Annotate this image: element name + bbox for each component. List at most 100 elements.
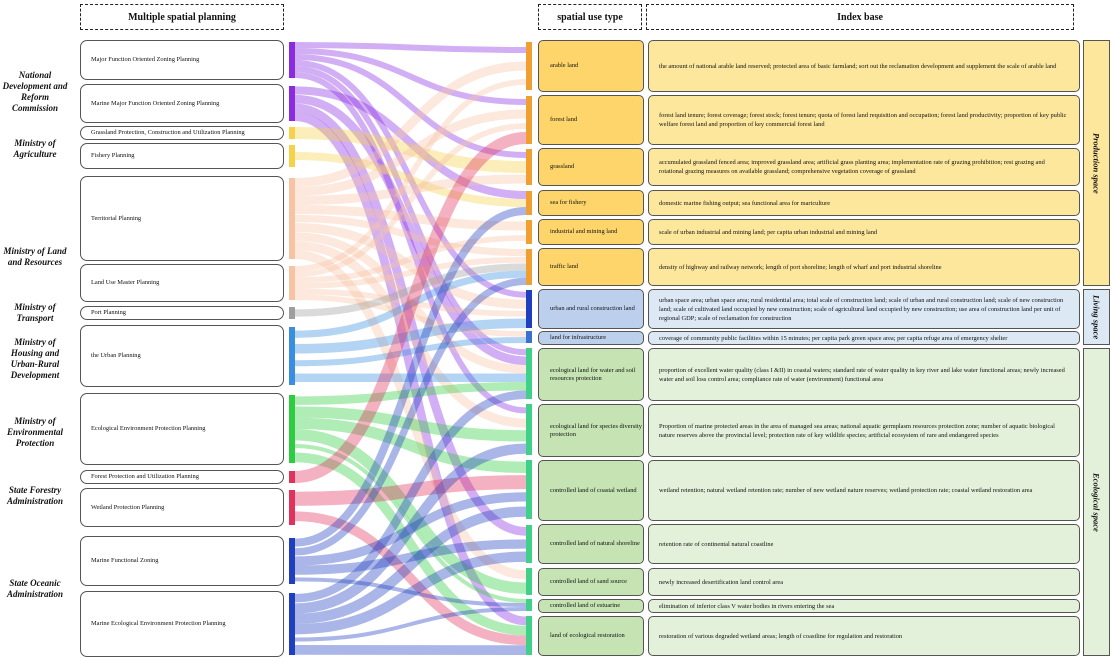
index-traffic-land: density of highway and railway network; …: [648, 248, 1080, 286]
flow-link: [294, 443, 527, 614]
flow-link: [294, 241, 527, 428]
flow-link: [294, 511, 527, 646]
flow-link: [294, 79, 527, 272]
use-bar: [526, 96, 532, 144]
use-estuarine: controlled land of estuarine: [538, 599, 644, 613]
plan-bar: [289, 490, 295, 525]
flow-link: [294, 54, 527, 158]
plan-bar: [289, 593, 295, 655]
index-sand-source: newly increased desertification land con…: [648, 568, 1080, 596]
ministry-ndrc: National Development and Reform Commissi…: [2, 70, 68, 113]
flow-link: [294, 263, 527, 317]
flow-link: [294, 277, 527, 556]
use-bar: [526, 460, 532, 519]
use-industrial-mining-land: industrial and mining land: [538, 219, 644, 245]
use-bar: [526, 149, 532, 185]
index-estuarine: elimination of inferior class V water bo…: [648, 599, 1080, 613]
space-living: Living space: [1083, 289, 1110, 345]
plan-marine-major-function-zoning: Marine Major Function Oriented Zoning Pl…: [80, 84, 284, 123]
space-production: Production space: [1083, 40, 1110, 286]
index-industrial-mining-land: scale of urban industrial and mining lan…: [648, 219, 1080, 245]
use-bar: [526, 290, 532, 328]
index-arable-land: the amount of national arable land reser…: [648, 40, 1080, 92]
use-urban-rural-construction: urban and rural construction land: [538, 289, 644, 329]
space-ecological: Ecological space: [1083, 348, 1110, 656]
flow-link: [294, 235, 527, 284]
ministry-land-resources: Ministry of Land and Resources: [3, 246, 67, 267]
space-production-label: Production space: [1091, 132, 1102, 194]
plan-marine-ecological-protection: Marine Ecological Environment Protection…: [80, 591, 284, 657]
flow-link: [294, 112, 527, 626]
plan-wetland-protection: Wetland Protection Planning: [80, 488, 284, 527]
use-bar: [526, 525, 532, 563]
plan-bar: [289, 307, 295, 319]
use-bar: [526, 616, 532, 655]
flow-link: [294, 270, 527, 338]
plan-urban: the Urban Planning: [80, 325, 284, 387]
flow-link: [294, 109, 527, 196]
flow-link: [294, 318, 527, 354]
flow-link: [294, 207, 527, 547]
flow-link: [294, 288, 527, 317]
flow-link: [294, 250, 527, 580]
flow-link: [294, 48, 527, 105]
flow-link: [294, 539, 527, 575]
use-natural-shoreline: controlled land of natural shoreline: [538, 524, 644, 564]
flow-link: [294, 417, 527, 474]
space-living-label: Living space: [1091, 294, 1102, 340]
flow-link: [294, 429, 527, 594]
use-traffic-land: traffic land: [538, 248, 644, 286]
use-sand-source: controlled land of sand source: [538, 568, 644, 596]
plan-bar: [289, 471, 295, 483]
plan-bar: [289, 266, 295, 300]
index-forest-land: forest land tenure; forest coverage; for…: [648, 95, 1080, 145]
ministry-agriculture: Ministry of Agriculture: [13, 138, 57, 159]
flow-link: [294, 152, 527, 207]
use-arable-land: arable land: [538, 40, 644, 92]
flow-link: [294, 444, 527, 603]
index-natural-shoreline: retention rate of continental natural co…: [648, 524, 1080, 564]
flow-link: [294, 492, 527, 566]
use-land-for-infrastructure: land for infrastructure: [538, 331, 644, 345]
use-ecological-species-diversity: ecological land for species diversity pr…: [538, 404, 644, 457]
flow-link: [294, 60, 527, 298]
plan-land-use-master: Land Use Master Planning: [80, 264, 284, 302]
flow-link: [294, 86, 527, 199]
ministry-housing: Ministry of Housing and Urban-Rural Deve…: [10, 337, 60, 380]
flow-link: [294, 205, 527, 231]
flow-link: [294, 551, 527, 635]
flow-link: [294, 577, 527, 607]
use-forest-land: forest land: [538, 95, 644, 145]
use-bar: [526, 568, 532, 595]
plan-fishery: Fishery Planning: [80, 143, 284, 169]
ministry-transport: Ministry of Transport: [14, 302, 56, 323]
flow-link: [294, 223, 527, 309]
plan-bar: [289, 538, 295, 584]
flow-link: [294, 337, 527, 367]
use-sea-for-fishery: sea for fishery: [538, 190, 644, 216]
plan-bar: [289, 327, 295, 385]
index-grassland: accumulated grassland fenced area; impro…: [648, 148, 1080, 186]
use-bar: [526, 348, 532, 399]
use-bar: [526, 249, 532, 285]
plan-bar: [289, 145, 295, 167]
use-ecological-restoration: land of ecological restoration: [538, 616, 644, 656]
use-coastal-wetland: controlled land of coastal wetland: [538, 460, 644, 521]
flow-link: [294, 475, 527, 506]
plan-bar: [289, 127, 295, 139]
flow-link: [294, 256, 527, 289]
index-coastal-wetland: wetland retention; natural wetland reten…: [648, 460, 1080, 521]
index-ecological-water-soil: proportion of excellent water quality (c…: [648, 348, 1080, 401]
use-bar: [526, 220, 532, 244]
index-land-for-infrastructure: coverage of community public facilities …: [648, 331, 1080, 345]
plan-marine-functional-zoning: Marine Functional Zoning: [80, 536, 284, 586]
flow-link: [294, 294, 527, 337]
use-bar: [526, 191, 532, 215]
flow-link: [294, 66, 527, 356]
use-bar: [526, 599, 532, 611]
flow-link: [294, 123, 527, 278]
space-ecological-label: Ecological space: [1091, 472, 1102, 532]
flow-link: [294, 214, 527, 257]
flow-link: [294, 72, 527, 414]
